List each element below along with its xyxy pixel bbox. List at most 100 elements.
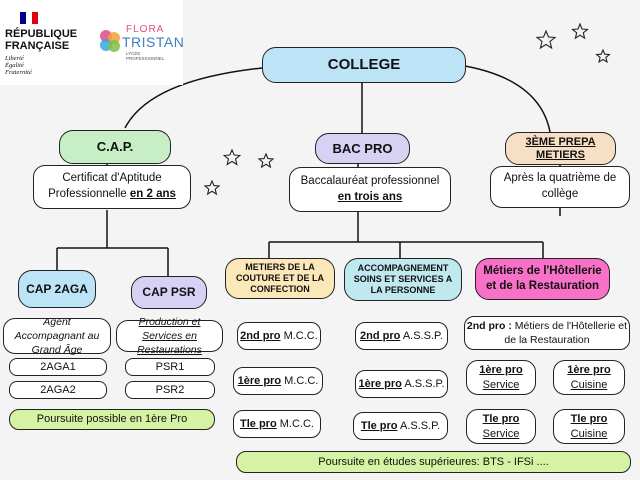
year-label: 2AGA2 xyxy=(40,383,76,396)
republique-line-2: FRANÇAISE xyxy=(5,40,70,52)
cap-2aga-node: CAP 2AGA xyxy=(18,270,96,308)
option-code: M.C.C. xyxy=(283,329,318,342)
star-icon xyxy=(571,22,589,40)
prepa-description: Après la quatrième de collège xyxy=(490,166,630,208)
hotellerie-2nd-text: Métiers de l'Hôtellerie et de la Restaur… xyxy=(504,319,628,346)
option-code: A.S.S.P. xyxy=(399,419,441,432)
college-label: COLLEGE xyxy=(327,55,401,73)
poursuite-etudes-banner: Poursuite en études supérieures: BTS - I… xyxy=(236,451,631,473)
cap-desc-main: Certificat d'Aptitude Professionnelle xyxy=(48,172,162,200)
bac-pro-node: BAC PRO xyxy=(315,133,410,164)
hotellerie-tle-service: Tle pro Service xyxy=(466,409,536,444)
option-label: Service xyxy=(482,427,520,440)
cap-desc-duration: en 2 ans xyxy=(129,188,176,200)
motto: Liberté Égalité Fraternité xyxy=(5,55,32,76)
level-label: Tle pro xyxy=(360,419,398,432)
bac-desc-duration: en trois ans xyxy=(337,190,403,203)
motto-line-2: Égalité xyxy=(5,62,24,69)
hotellerie-row-2nd: 2nd pro : Métiers de l'Hôtellerie et de … xyxy=(464,316,630,350)
star-icon xyxy=(222,148,242,166)
year-box-psr1: PSR1 xyxy=(125,358,215,376)
level-label: 1ère pro xyxy=(567,363,611,376)
assp-node: ACCOMPAGNEMENT SOINS ET SERVICES A LA PE… xyxy=(344,258,462,301)
year-box-2aga1: 2AGA1 xyxy=(9,358,107,376)
mcc-row-tle: Tle pro M.C.C. xyxy=(233,410,321,438)
cap-poursuite-text: Poursuite possible en 1ère Pro xyxy=(36,413,188,426)
cap-2aga-title: CAP 2AGA xyxy=(26,281,88,296)
cap-psr-title: CAP PSR xyxy=(142,285,196,300)
option-label: Cuisine xyxy=(570,378,608,391)
school-name-line-1: FLORA xyxy=(126,24,165,35)
year-box-2aga2: 2AGA2 xyxy=(9,381,107,399)
hotellerie-1ere-service: 1ère pro Service xyxy=(466,360,536,395)
star-icon xyxy=(595,48,611,64)
motto-line-3: Fraternité xyxy=(5,69,32,76)
flower-icon xyxy=(100,30,120,52)
star-icon xyxy=(535,29,557,50)
option-code: M.C.C. xyxy=(279,417,314,430)
college-node: COLLEGE xyxy=(262,47,466,83)
bac-pro-description: Baccalauréat professionnel en trois ans xyxy=(289,167,451,212)
assp-title: ACCOMPAGNEMENT SOINS ET SERVICES A LA PE… xyxy=(353,263,453,295)
prepa-title-line-1: 3ÈME PREPA xyxy=(525,135,596,148)
cap-psr-node: CAP PSR xyxy=(131,276,207,309)
hotellerie-title: Métiers de l'Hôtellerie et de la Restaur… xyxy=(483,265,602,292)
level-label: 1ère pro xyxy=(237,374,282,387)
cap-psr-desc: Production et Services en Restaurations xyxy=(137,315,202,357)
republique-line-1: RÉPUBLIQUE xyxy=(5,28,78,40)
hotellerie-node: Métiers de l'Hôtellerie et de la Restaur… xyxy=(475,258,610,300)
option-code: A.S.S.P. xyxy=(402,329,443,342)
mcc-row-2nd: 2nd pro M.C.C. xyxy=(237,322,321,350)
school-subtitle: LYCÉE PROFESSIONNEL xyxy=(126,51,165,61)
bac-pro-description-text: Baccalauréat professionnel en trois ans xyxy=(301,174,440,205)
year-label: PSR2 xyxy=(155,383,185,396)
level-label: Tle pro xyxy=(570,412,608,425)
level-label: 1ère pro xyxy=(358,377,402,390)
logo-area: RÉPUBLIQUE FRANÇAISE Liberté Égalité Fra… xyxy=(0,0,184,85)
hotellerie-tle-cuisine: Tle pro Cuisine xyxy=(553,409,625,444)
star-icon xyxy=(203,179,221,196)
marianne-flag-icon xyxy=(20,12,38,24)
option-label: Service xyxy=(482,378,520,391)
cap-title: C.A.P. xyxy=(96,139,134,155)
bac-desc-main: Baccalauréat professionnel xyxy=(300,174,440,187)
bac-pro-title: BAC PRO xyxy=(332,140,393,156)
mcc-title: METIERS DE LA COUTURE ET DE LA CONFECTIO… xyxy=(235,262,324,294)
star-icon xyxy=(257,152,275,169)
cap-description: Certificat d'Aptitude Professionnelle en… xyxy=(33,165,191,209)
level-label: Tle pro xyxy=(240,417,277,430)
year-label: PSR1 xyxy=(155,360,185,373)
assp-row-2nd: 2nd pro A.S.S.P. xyxy=(355,322,448,350)
prepa-title-line-2: METIERS xyxy=(536,148,585,161)
assp-row-1ere: 1ère pro A.S.S.P. xyxy=(355,370,448,398)
level-label: 2nd pro : xyxy=(466,319,512,332)
option-code: M.C.C. xyxy=(284,374,319,387)
motto-line-1: Liberté xyxy=(5,55,24,62)
cap-description-text: Certificat d'Aptitude Professionnelle en… xyxy=(42,171,182,202)
mcc-node: METIERS DE LA COUTURE ET DE LA CONFECTIO… xyxy=(225,258,335,299)
school-name-line-2: TRISTAN xyxy=(122,34,185,50)
cap-poursuite-banner: Poursuite possible en 1ère Pro xyxy=(9,409,215,430)
republique-francaise-logo: RÉPUBLIQUE FRANÇAISE xyxy=(5,28,77,52)
level-label: 2nd pro xyxy=(360,329,401,342)
cap-node: C.A.P. xyxy=(59,130,171,164)
cap-2aga-desc: Agent Accompagnant au Grand Âge xyxy=(14,315,100,357)
cap-psr-description: Production et Services en Restaurations xyxy=(116,316,223,356)
poursuite-etudes-text: Poursuite en études supérieures: BTS - I… xyxy=(318,455,549,468)
year-label: 2AGA1 xyxy=(40,360,76,373)
prepa-node: 3ÈME PREPA METIERS xyxy=(505,132,616,165)
prepa-desc-text: Après la quatrième de collège xyxy=(503,172,617,200)
assp-row-tle: Tle pro A.S.S.P. xyxy=(353,412,448,440)
level-label: 1ère pro xyxy=(479,363,523,376)
hotellerie-1ere-cuisine: 1ère pro Cuisine xyxy=(553,360,625,395)
level-label: Tle pro xyxy=(482,412,520,425)
option-code: A.S.S.P. xyxy=(404,377,445,390)
flora-tristan-logo: FLORA TRISTAN LYCÉE PROFESSIONNEL xyxy=(96,22,184,67)
level-label: 2nd pro xyxy=(240,329,281,342)
option-label: Cuisine xyxy=(570,427,608,440)
cap-2aga-description: Agent Accompagnant au Grand Âge xyxy=(3,316,111,356)
year-box-psr2: PSR2 xyxy=(125,381,215,399)
mcc-row-1ere: 1ère pro M.C.C. xyxy=(233,367,323,395)
